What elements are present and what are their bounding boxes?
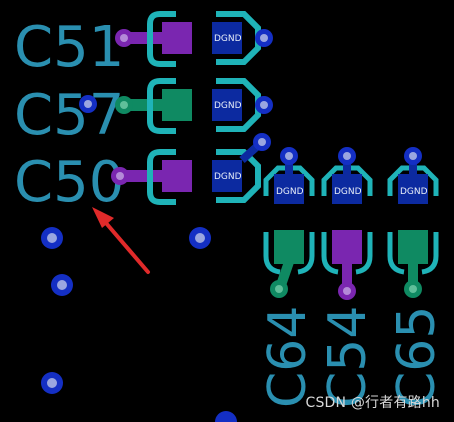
footprint-c64[interactable]: DGND: [263, 147, 315, 298]
via-hole: [47, 233, 57, 243]
watermark: CSDN @行者有路hh: [305, 395, 440, 411]
pad-c64-2[interactable]: [274, 230, 304, 264]
pad-net-label: DGND: [214, 34, 242, 44]
pad-net-label: DGND: [214, 101, 242, 111]
via-hole: [195, 233, 205, 243]
pad-c54-1[interactable]: [332, 174, 362, 204]
pad-c65-2[interactable]: [398, 230, 428, 264]
silkscreen-c51-left: [147, 11, 176, 67]
designator-c65[interactable]: C65: [387, 306, 447, 408]
via-hole: [409, 285, 417, 293]
annotation-arrow: [92, 207, 150, 274]
via-hole: [47, 378, 57, 388]
via-loose-5[interactable]: [215, 411, 237, 422]
silkscreen-c57-left: [147, 78, 176, 134]
pad-net-label: DGND: [400, 187, 428, 197]
via-hole: [260, 34, 268, 42]
pad-net-label: DGND: [214, 172, 242, 182]
via-hole: [116, 172, 124, 180]
silkscreen-c65-bottom: [387, 232, 439, 275]
silkscreen-c64-bottom: [263, 232, 315, 275]
via-hole: [260, 101, 268, 109]
silkscreen-c54-bottom: [321, 232, 373, 275]
via-hole: [84, 100, 92, 108]
pad-c57-1[interactable]: [162, 89, 192, 121]
via-hole: [120, 34, 128, 42]
footprint-c57[interactable]: DGND: [79, 78, 273, 134]
via-hole: [343, 287, 351, 295]
via-hole: [285, 152, 293, 160]
pad-c50-2[interactable]: [212, 160, 242, 192]
silkscreen-c50-left: [147, 149, 176, 205]
loose-vias: [41, 227, 237, 422]
via-hole: [343, 152, 351, 160]
designator-c50[interactable]: C50: [14, 150, 124, 215]
pad-c51-1[interactable]: [162, 22, 192, 54]
pad-c57-2[interactable]: [212, 89, 242, 121]
arrow-shaft: [98, 214, 150, 274]
arrow-head: [92, 207, 114, 228]
pad-c64-1[interactable]: [274, 174, 304, 204]
via-hole: [409, 152, 417, 160]
footprint-c65[interactable]: DGND: [387, 147, 439, 298]
pad-c50-1[interactable]: [162, 160, 192, 192]
via-hole: [120, 101, 128, 109]
designator-c57[interactable]: C57: [14, 83, 124, 148]
silkscreen-c50-right: [216, 149, 261, 203]
designator-c51[interactable]: C51: [14, 15, 124, 80]
footprint-c51[interactable]: DGND: [115, 11, 273, 67]
pad-c65-1[interactable]: [398, 174, 428, 204]
footprint-c54[interactable]: DGND: [321, 147, 373, 300]
pad-c54-2[interactable]: [332, 230, 362, 264]
via-hole: [57, 280, 67, 290]
designator-c54[interactable]: C54: [318, 306, 378, 408]
pad-c51-2[interactable]: [212, 22, 242, 54]
pad-net-label: DGND: [276, 187, 304, 197]
designator-c64[interactable]: C64: [258, 306, 318, 408]
pad-net-label: DGND: [334, 187, 362, 197]
footprint-c50[interactable]: DGND: [111, 133, 271, 205]
via-hole: [275, 285, 283, 293]
via-hole: [258, 138, 266, 146]
